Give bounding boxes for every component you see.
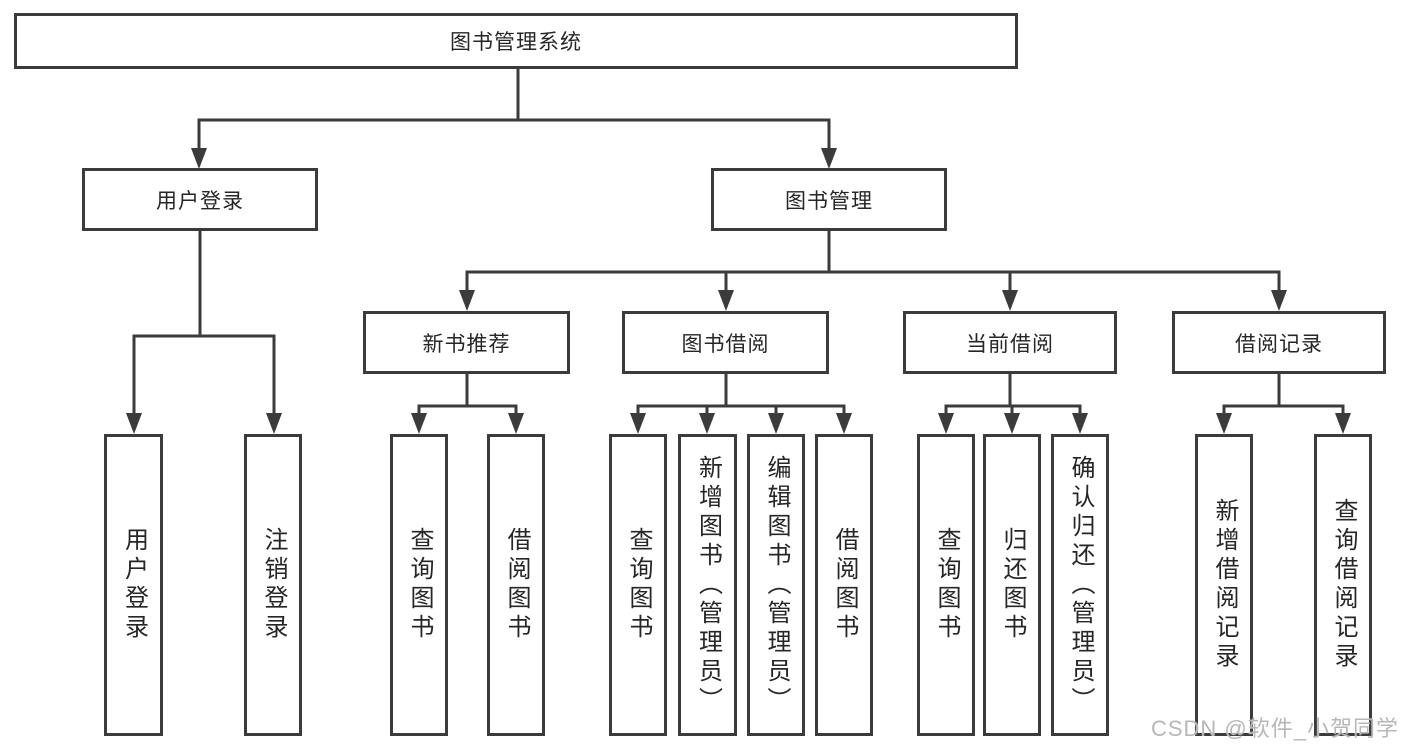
- leaf-confirm-return-admin: 确认归还（管理员）: [1051, 434, 1109, 736]
- leaf-borrow-books-recommend: 借阅图书: [487, 434, 545, 736]
- node-user-login: 用户登录: [82, 168, 318, 231]
- leaf-user-login: 用户登录: [104, 434, 163, 736]
- leaf-query-borrow-record: 查询借阅记录: [1314, 434, 1372, 736]
- leaf-edit-books-admin: 编辑图书（管理员）: [747, 434, 805, 736]
- leaf-add-books-admin: 新增图书（管理员）: [678, 434, 737, 736]
- leaf-query-books-current: 查询图书: [917, 434, 975, 736]
- node-new-book-recommend: 新书推荐: [363, 311, 570, 374]
- node-book-borrow: 图书借阅: [622, 311, 829, 374]
- leaf-logout: 注销登录: [244, 434, 302, 736]
- arrowhead-icons: [126, 148, 1351, 434]
- leaf-borrow-books: 借阅图书: [815, 434, 873, 736]
- leaf-return-books: 归还图书: [983, 434, 1041, 736]
- csdn-watermark: CSDN @软件_小贺同学: [1150, 716, 1399, 741]
- leaf-query-books-recommend: 查询图书: [390, 434, 448, 736]
- node-root-system: 图书管理系统: [14, 13, 1018, 69]
- leaf-add-borrow-record: 新增借阅记录: [1195, 434, 1253, 736]
- node-borrow-records: 借阅记录: [1172, 311, 1386, 374]
- node-current-borrow: 当前借阅: [903, 311, 1117, 374]
- leaf-query-books-borrow: 查询图书: [609, 434, 667, 736]
- node-book-management: 图书管理: [711, 168, 947, 231]
